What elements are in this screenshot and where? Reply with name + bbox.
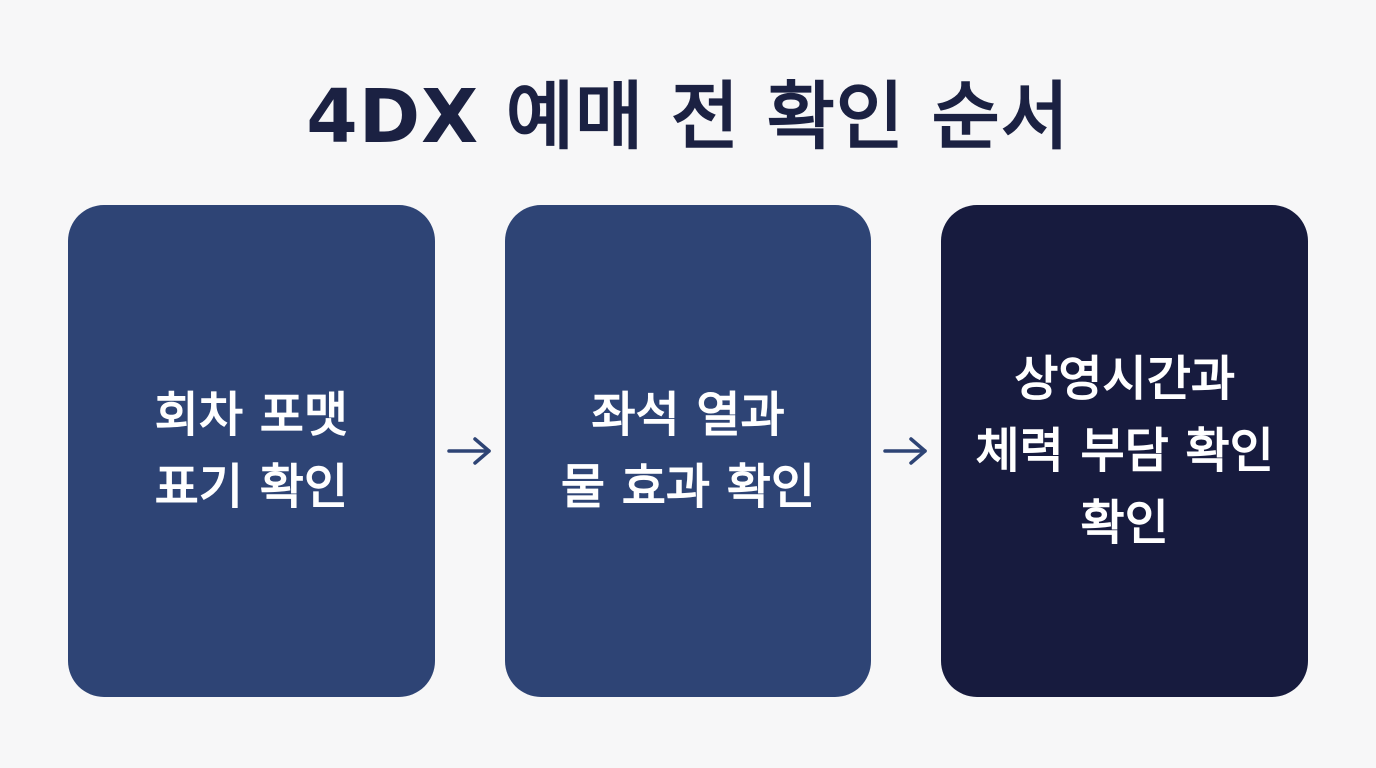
step-card-3: 상영시간과 체력 부담 확인 확인 [941,205,1308,697]
arrow-right-icon [871,436,941,466]
step-label-1: 회차 포맷 표기 확인 [154,387,349,515]
arrow-right-icon-1 [446,437,491,465]
arrow-right-icon [435,436,505,466]
step-card-1: 회차 포맷 표기 확인 [68,205,435,697]
step-card-2: 좌석 열과 물 효과 확인 [504,205,872,697]
process-flow: 회차 포맷 표기 확인 좌석 열과 물 효과 확인 상영시간과 체력 부담 확인… [68,205,1308,697]
step-label-2: 좌석 열과 물 효과 확인 [560,387,816,515]
arrow-right-icon-2 [883,437,928,465]
step-label-3: 상영시간과 체력 부담 확인 확인 [975,351,1274,551]
diagram-title: 4DX 예매 전 확인 순서 [306,74,1070,160]
